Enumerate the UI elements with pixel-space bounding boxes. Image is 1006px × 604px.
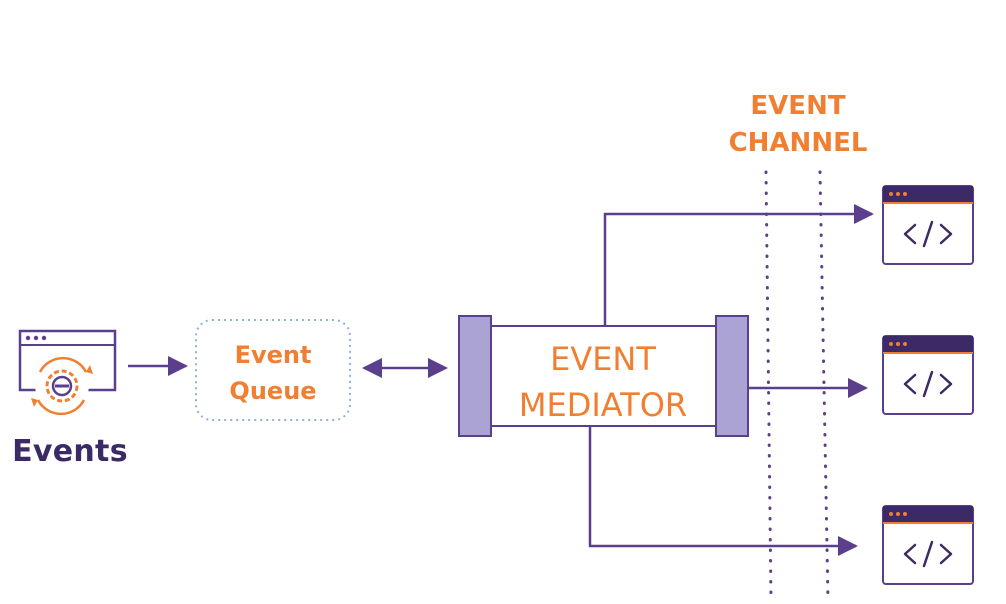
event-mediator: [458, 315, 749, 437]
gear-icon: [31, 356, 93, 416]
event-mediator-label-line1: EVENT: [550, 340, 656, 378]
channel-line-right: [818, 170, 830, 602]
event-queue-label: Event Queue: [196, 337, 350, 409]
arrow-to-processor-1: [603, 204, 874, 326]
arrow-to-processor-3: [588, 426, 858, 556]
channel-line-left: [764, 170, 773, 602]
processor-2: [882, 335, 974, 415]
code-icon: [903, 220, 953, 248]
event-queue-label-line1: Event: [234, 341, 312, 369]
event-queue-label-line2: Queue: [229, 377, 317, 405]
events-label: Events: [12, 434, 128, 469]
event-mediator-label-line2: MEDIATOR: [518, 386, 688, 424]
code-icon: [903, 540, 953, 568]
event-channel-label-line1: EVENT: [750, 91, 846, 121]
processor-3: [882, 505, 974, 585]
code-icon: [903, 370, 953, 398]
event-channel-label-line2: CHANNEL: [728, 128, 868, 158]
processor-1: [882, 185, 974, 265]
event-channel-label: EVENT CHANNEL: [718, 88, 878, 162]
event-queue-box: [195, 319, 351, 421]
event-mediator-label: EVENT MEDIATOR: [492, 336, 714, 428]
